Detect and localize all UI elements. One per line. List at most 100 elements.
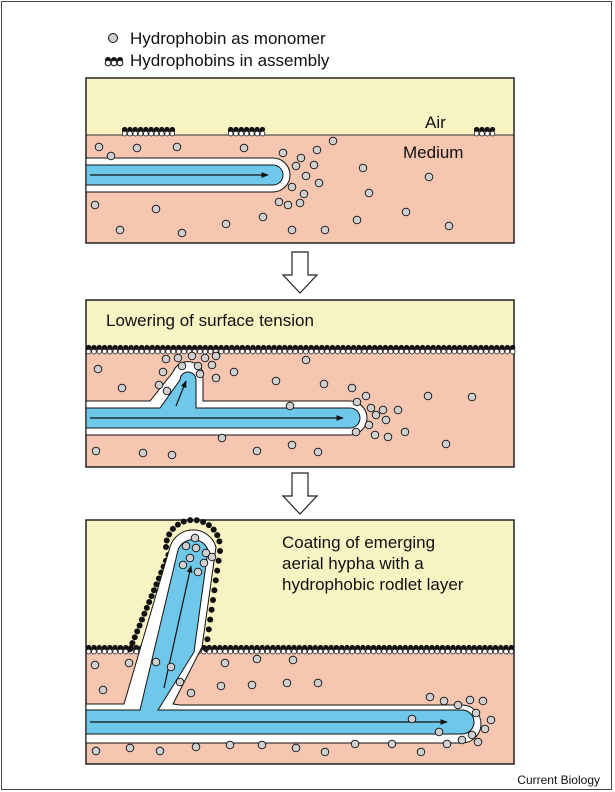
assembled-hydrophobin xyxy=(97,649,102,654)
assembled-hydrophobin xyxy=(239,131,244,136)
assembled-hydrophobin xyxy=(399,349,404,354)
assembled-hydrophobin xyxy=(318,649,323,654)
assembled-hydrophobin xyxy=(373,349,378,354)
monomer-particle xyxy=(218,434,226,442)
monomer-particle xyxy=(139,449,147,457)
assembled-hydrophobin xyxy=(361,649,366,654)
assembled-hydrophobin xyxy=(260,131,265,136)
monomer-particle xyxy=(283,679,291,687)
monomer-particle xyxy=(208,553,216,561)
monomer-particle xyxy=(388,740,396,748)
assembled-hydrophobin xyxy=(166,349,171,354)
assembled-hydrophobin xyxy=(334,649,339,654)
monomer-particle xyxy=(300,190,308,198)
assembled-hydrophobin xyxy=(451,649,456,654)
assembled-hydrophobin xyxy=(479,349,484,354)
assembled-hydrophobin xyxy=(134,628,140,634)
assembled-hydrophobin xyxy=(474,131,479,136)
assembled-hydrophobin xyxy=(118,349,123,354)
monomer-particle xyxy=(445,222,453,230)
assembled-hydrophobin xyxy=(436,349,441,354)
assembled-hydrophobin xyxy=(204,636,210,642)
monomer-particle xyxy=(402,208,410,216)
monomer-particle xyxy=(191,534,199,542)
assembled-hydrophobin xyxy=(355,649,360,654)
assembled-hydrophobin xyxy=(490,131,495,136)
monomer-particle xyxy=(212,374,220,382)
assembled-hydrophobin xyxy=(108,349,113,354)
monomer-particle xyxy=(258,741,266,749)
assembled-hydrophobin xyxy=(410,349,415,354)
assembled-hydrophobin xyxy=(138,131,143,136)
monomer-particle xyxy=(362,392,370,400)
monomer-particle xyxy=(296,199,304,207)
assembled-hydrophobin xyxy=(163,544,169,550)
monomer-particle xyxy=(259,213,267,221)
assembled-hydrophobin xyxy=(165,131,170,136)
assembled-hydrophobin xyxy=(149,131,154,136)
assembled-hydrophobin xyxy=(408,649,413,654)
assembled-hydrophobin xyxy=(461,649,466,654)
monomer-particle xyxy=(351,740,359,748)
assembled-hydrophobin xyxy=(216,558,222,564)
monomer-particle xyxy=(371,431,379,439)
assembled-hydrophobin xyxy=(216,538,222,544)
panel-3-caption-line-2: aerial hypha with a xyxy=(282,554,424,573)
monomer-particle xyxy=(248,681,256,689)
monomer-particle xyxy=(425,173,433,181)
monomer-particle xyxy=(314,679,322,687)
assembled-hydrophobin xyxy=(128,131,133,136)
assembled-hydrophobin xyxy=(261,349,266,354)
assembled-hydrophobin xyxy=(207,617,213,623)
panel-3-caption-line-3: hydrophobic rodlet layer xyxy=(282,575,464,594)
assembled-hydrophobin xyxy=(286,649,291,654)
assembled-hydrophobin xyxy=(224,349,229,354)
assembled-hydrophobin xyxy=(240,349,245,354)
monomer-particle xyxy=(313,146,321,154)
monomer-particle xyxy=(442,440,450,448)
assembled-hydrophobin xyxy=(324,649,329,654)
assembled-hydrophobin xyxy=(217,548,223,554)
assembled-hydrophobin xyxy=(345,649,350,654)
monomer-particle xyxy=(156,747,164,755)
assembled-hydrophobin xyxy=(194,517,200,523)
monomer-particle xyxy=(194,568,202,576)
assembled-hydrophobin xyxy=(477,649,482,654)
assembled-hydrophobin xyxy=(187,517,193,523)
assembled-hydrophobin xyxy=(404,349,409,354)
assembled-hydrophobin xyxy=(468,349,473,354)
monomer-particle xyxy=(168,451,176,459)
assembled-hydrophobin xyxy=(335,349,340,354)
assembled-hydrophobin xyxy=(350,649,355,654)
monomer-legend-label: Hydrophobin as monomer xyxy=(130,29,326,48)
monomer-particle xyxy=(107,152,115,160)
assembled-hydrophobin xyxy=(102,649,107,654)
assembled-hydrophobin xyxy=(171,349,176,354)
assembled-hydrophobin xyxy=(473,349,478,354)
monomer-particle xyxy=(365,421,373,429)
assembled-hydrophobin xyxy=(203,646,209,652)
assembled-hydrophobin xyxy=(127,646,133,652)
assembled-hydrophobin xyxy=(92,349,97,354)
assembled-hydrophobin xyxy=(176,349,181,354)
monomer-particle xyxy=(196,370,204,378)
assembled-hydrophobin xyxy=(249,649,254,654)
assembled-hydrophobin xyxy=(431,349,436,354)
assembled-hydrophobin xyxy=(164,537,170,543)
assembled-hydrophobin xyxy=(387,649,392,654)
assembled-hydrophobin xyxy=(504,649,509,654)
monomer-particle xyxy=(440,697,448,705)
monomer-particle xyxy=(95,143,103,151)
monomer-particle xyxy=(468,393,476,401)
monomer-particle xyxy=(286,402,294,410)
monomer-particle xyxy=(92,447,100,455)
monomer-particle xyxy=(297,154,305,162)
assembled-hydrophobin xyxy=(198,349,203,354)
assembled-hydrophobin xyxy=(134,349,139,354)
monomer-particle xyxy=(329,137,337,145)
monomer-particle xyxy=(424,392,432,400)
assembled-hydrophobin xyxy=(244,131,249,136)
assembled-hydrophobin xyxy=(154,131,159,136)
assembled-hydrophobin xyxy=(223,649,228,654)
